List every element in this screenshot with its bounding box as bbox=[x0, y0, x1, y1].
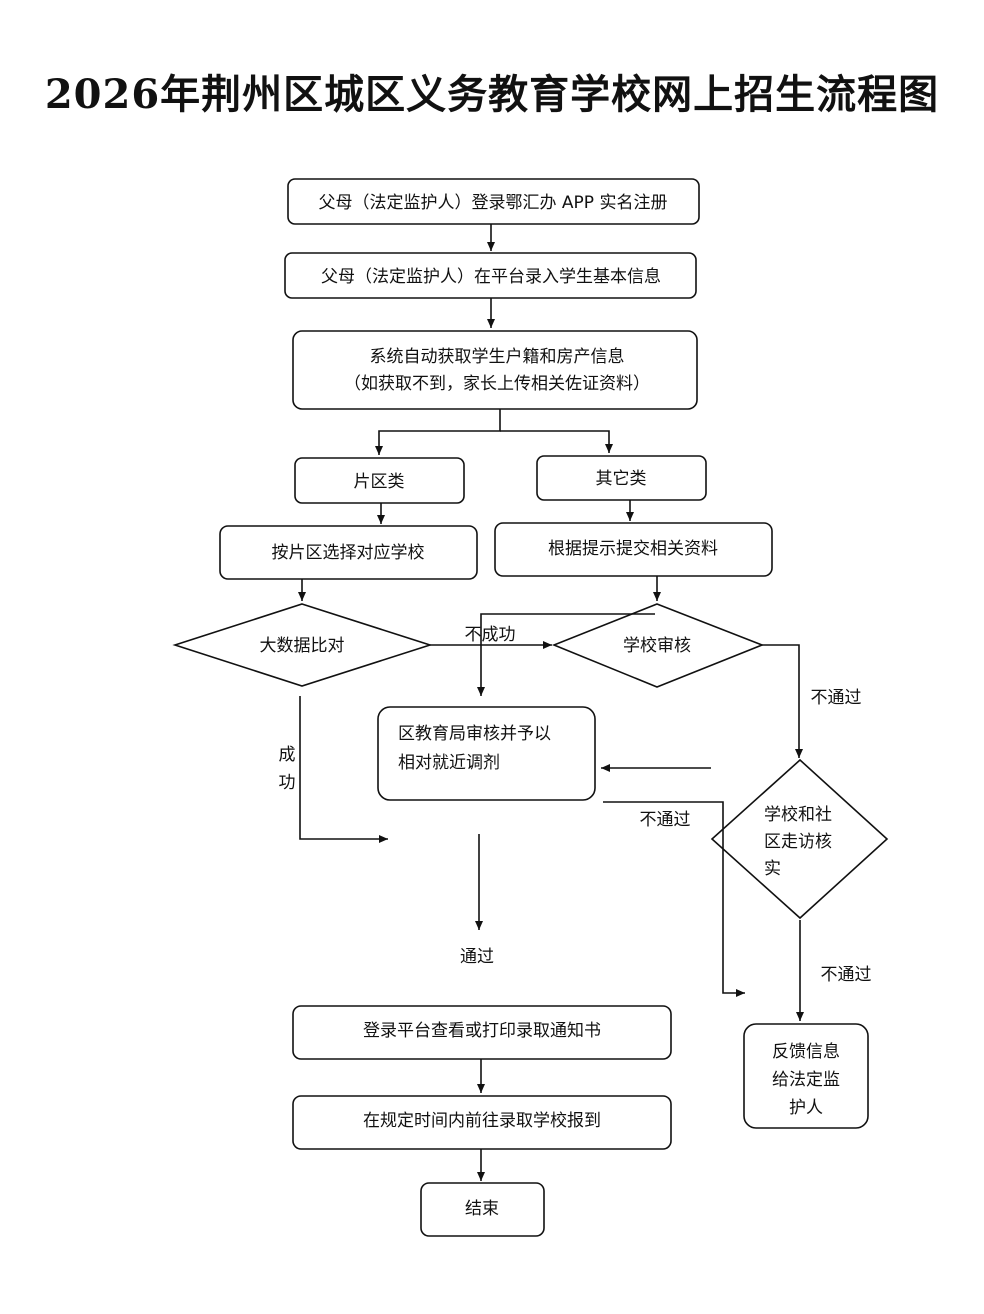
auto-fetch-text-2: （如获取不到，家长上传相关佐证资料） bbox=[344, 374, 650, 394]
connector-compare-success bbox=[299, 696, 388, 843]
visit-verify-diamond bbox=[710, 758, 889, 920]
choose-school-box bbox=[219, 525, 478, 580]
register-text: 父母（法定监护人）登录鄂汇办 APP 实名注册 bbox=[319, 193, 668, 213]
school-review-text: 学校审核 bbox=[623, 636, 691, 656]
connector-bureau-not-pass bbox=[603, 801, 745, 997]
connector-fetch-split-right bbox=[500, 430, 613, 453]
feedback-text-2: 给法定监 bbox=[772, 1070, 840, 1090]
page-title: 2026年荆州区城区义务教育学校网上招生流程图 bbox=[44, 71, 940, 118]
big-data-compare-text: 大数据比对 bbox=[260, 636, 345, 656]
visit-verify-text-2: 区走访核 bbox=[764, 832, 832, 852]
zone-category-text: 片区类 bbox=[354, 472, 405, 492]
enter-info-text: 父母（法定监护人）在平台录入学生基本信息 bbox=[321, 267, 661, 287]
pass-label: 通过 bbox=[460, 947, 494, 967]
connector-review-not-pass bbox=[762, 644, 803, 758]
other-category-box bbox=[536, 455, 707, 501]
submit-docs-text: 根据提示提交相关资料 bbox=[548, 539, 718, 559]
bureau-review-text-1: 区教育局审核并予以 bbox=[398, 724, 551, 744]
bureau-review-text-2: 相对就近调剂 bbox=[398, 753, 500, 773]
auto-fetch-box bbox=[292, 330, 698, 410]
success-label-2: 功 bbox=[279, 773, 296, 793]
fail-label: 不成功 bbox=[465, 625, 516, 645]
auto-fetch-text-1: 系统自动获取学生户籍和房产信息 bbox=[370, 347, 625, 367]
success-label-1: 成 bbox=[279, 745, 296, 765]
feedback-box bbox=[743, 1023, 869, 1129]
visit-verify-text-1: 学校和社 bbox=[764, 805, 832, 825]
bureau-review-box bbox=[377, 706, 596, 801]
zone-category-box bbox=[294, 457, 465, 504]
not-pass-school-label: 不通过 bbox=[811, 688, 862, 708]
other-category-text: 其它类 bbox=[596, 469, 647, 489]
view-notice-box bbox=[292, 1005, 672, 1060]
feedback-text-3: 护人 bbox=[789, 1098, 823, 1118]
choose-school-text: 按片区选择对应学校 bbox=[272, 543, 425, 563]
not-pass-visit-label: 不通过 bbox=[821, 965, 872, 985]
submit-docs-box bbox=[494, 522, 773, 577]
end-box bbox=[420, 1182, 545, 1237]
feedback-text-1: 反馈信息 bbox=[772, 1042, 840, 1062]
register-box bbox=[287, 178, 700, 225]
report-school-text: 在规定时间内前往录取学校报到 bbox=[363, 1111, 601, 1131]
connector-review-to-bureau bbox=[477, 613, 655, 696]
visit-verify-text-3: 实 bbox=[764, 859, 781, 879]
connector-fetch-split bbox=[375, 409, 501, 455]
end-text: 结束 bbox=[465, 1199, 499, 1219]
report-school-box bbox=[292, 1095, 672, 1150]
not-pass-bureau-label: 不通过 bbox=[640, 810, 691, 830]
big-data-compare-diamond bbox=[172, 603, 433, 687]
school-review-diamond bbox=[551, 603, 765, 688]
view-notice-text: 登录平台查看或打印录取通知书 bbox=[363, 1021, 601, 1041]
